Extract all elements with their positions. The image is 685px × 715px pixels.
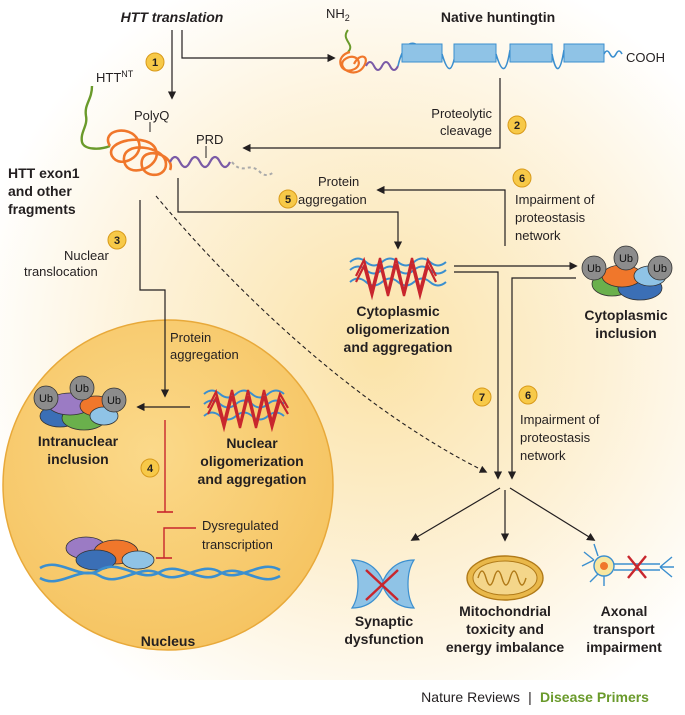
dna-helix-icon — [39, 536, 281, 583]
nuc-olig-label-1: Nuclear — [226, 435, 278, 451]
native-huntingtin-protein — [339, 29, 623, 74]
arrow-impairment-down — [507, 277, 576, 480]
fragments-label-2: and other — [8, 183, 72, 199]
impairment-b-label-1: Impairment of — [520, 412, 600, 427]
arrow-nuclear-translocation — [139, 200, 170, 398]
cytoplasmic-inclusion-icon: Ub Ub Ub — [581, 245, 673, 301]
intranuclear-label-1: Intranuclear — [38, 433, 119, 449]
dysreg-label-1: Dysregulated — [202, 518, 279, 533]
htt-nt-label: HTTNT — [96, 69, 134, 85]
svg-text:6: 6 — [525, 390, 531, 402]
nuclear-trans-label-2: translocation — [24, 264, 98, 279]
step-badge-6a: 6 — [512, 168, 532, 188]
impairment-a-label-3: network — [515, 228, 561, 243]
svg-text:2: 2 — [514, 120, 520, 132]
arrow-translation-right — [181, 30, 336, 63]
arrow-proteolytic-cleavage — [242, 78, 501, 153]
synapse-icon — [350, 559, 416, 609]
native-huntingtin-label: Native huntingtin — [441, 9, 555, 25]
impairment-b-label-2: proteostasis — [520, 430, 591, 445]
step-badge-7: 7 — [472, 387, 492, 407]
cyto-olig-label-1: Cytoplasmic — [356, 303, 439, 319]
axonal-label-3: impairment — [586, 639, 662, 655]
footer-separator: | — [528, 689, 532, 705]
nuc-olig-label-2: oligomerization — [200, 453, 303, 469]
prd-label: PRD — [196, 132, 223, 147]
svg-text:Ub: Ub — [107, 395, 121, 407]
svg-text:Ub: Ub — [39, 393, 53, 405]
neuron-icon — [581, 543, 674, 586]
synaptic-label-2: dysfunction — [344, 631, 423, 647]
step-badge-1: 1 — [145, 52, 165, 72]
arrow-cyto-to-effects — [454, 271, 503, 480]
svg-text:Ub: Ub — [75, 383, 89, 395]
synaptic-label-1: Synaptic — [355, 613, 414, 629]
nuclear-trans-label-1: Nuclear — [64, 248, 109, 263]
step-badge-2: 2 — [507, 115, 527, 135]
cyto-olig-label-2: oligomerization — [346, 321, 449, 337]
cyto-olig-label-3: and aggregation — [344, 339, 453, 355]
svg-text:5: 5 — [285, 194, 291, 206]
cyto-inclusion-label-1: Cytoplasmic — [584, 307, 667, 323]
intranuclear-label-2: inclusion — [47, 451, 108, 467]
step-badge-3: 3 — [107, 230, 127, 250]
aggregation-label-2: aggregation — [298, 192, 367, 207]
mitochondrion-icon — [466, 555, 544, 601]
intranuclear-inclusion-icon: Ub Ub Ub — [33, 375, 127, 431]
arrow-protein-aggregation-cyto — [177, 178, 403, 250]
footer-journal: Nature Reviews — [421, 689, 520, 705]
dysreg-label-2: transcription — [202, 537, 273, 552]
mito-label-1: Mitochondrial — [459, 603, 551, 619]
dashed-direct-effect — [155, 195, 488, 473]
nuc-olig-label-3: and aggregation — [198, 471, 307, 487]
impairment-a-label-1: Impairment of — [515, 192, 595, 207]
svg-text:1: 1 — [152, 57, 158, 69]
nuc-agg-label-2: aggregation — [170, 347, 239, 362]
svg-text:3: 3 — [114, 235, 120, 247]
impairment-a-label-2: proteostasis — [515, 210, 586, 225]
nh2-label: NH2 — [326, 6, 350, 23]
cleavage-label-1: Proteolytic — [431, 106, 492, 121]
svg-text:Ub: Ub — [587, 263, 601, 275]
footer-series: Disease Primers — [540, 689, 649, 705]
cooh-label: COOH — [626, 50, 665, 65]
nucleus-label: Nucleus — [141, 633, 196, 649]
nuc-agg-label-1: Protein — [170, 330, 211, 345]
step-badge-5: 5 — [278, 189, 298, 209]
axonal-label-1: Axonal — [601, 603, 648, 619]
arrow-to-synaptic — [410, 487, 501, 541]
aggregation-label-1: Protein — [318, 174, 359, 189]
svg-text:Ub: Ub — [653, 263, 667, 275]
svg-text:7: 7 — [479, 392, 485, 404]
step-badge-6b: 6 — [518, 385, 538, 405]
fragments-label-1: HTT exon1 — [8, 165, 80, 181]
step-badge-4: 4 — [140, 458, 160, 478]
svg-text:4: 4 — [147, 463, 154, 475]
cyto-inclusion-label-2: inclusion — [595, 325, 656, 341]
svg-text:6: 6 — [519, 173, 525, 185]
inhibition-dysregulation — [163, 527, 196, 558]
arrow-impairment-top — [376, 185, 506, 246]
nuclear-oligomer-icon — [203, 388, 289, 433]
htt-translation-title: HTT translation — [121, 9, 224, 25]
polyq-label: PolyQ — [134, 108, 169, 123]
mito-label-3: energy imbalance — [446, 639, 564, 655]
axonal-label-2: transport — [593, 621, 655, 637]
impairment-b-label-3: network — [520, 448, 566, 463]
arrow-to-axonal — [509, 487, 596, 541]
cytoplasmic-oligomer-icon — [349, 256, 447, 301]
mito-label-2: toxicity and — [466, 621, 544, 637]
fragments-label-3: fragments — [8, 201, 76, 217]
svg-text:Ub: Ub — [619, 253, 633, 265]
htt-exon1-fragment — [80, 85, 275, 177]
cleavage-label-2: cleavage — [440, 123, 492, 138]
